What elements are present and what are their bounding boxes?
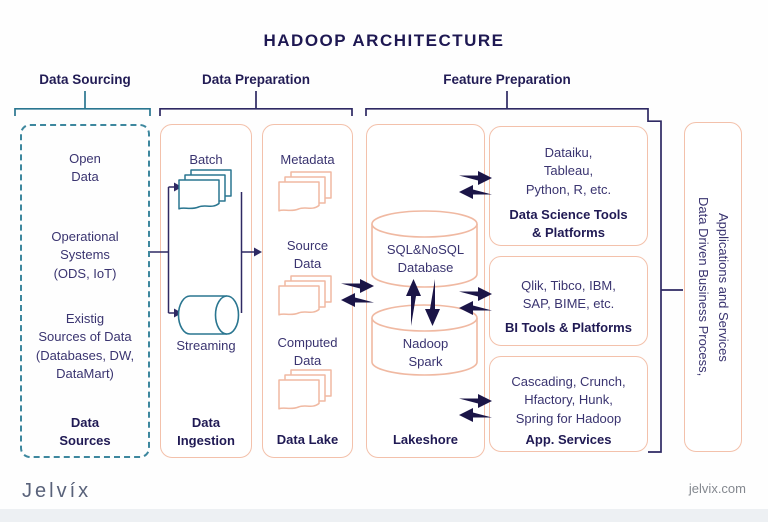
source-data-label: Source Data — [286, 238, 329, 272]
data-sources-box: Open Data Operational Systems (ODS, IoT)… — [20, 124, 150, 458]
data-science-tools-list: Dataiku, Tableau, Python, R, etc. — [525, 145, 612, 197]
footer-strip — [0, 509, 768, 522]
nadoop-spark-label: Nadoop Spark — [402, 336, 449, 370]
output-box: Data Driven Business Process, Applicatio… — [684, 122, 742, 452]
data-science-tools-label: Data Science Tools & Platforms — [509, 207, 628, 241]
bi-tools-box: Qlik, Tibco, IBM, SAP, BIME, etc. BI Too… — [489, 256, 648, 346]
data-sourcing-bracket — [14, 91, 151, 116]
lakeshore-box: SQL&NoSQL Database Nadoop Spark Lakeshor… — [366, 124, 485, 458]
bi-tools-label: BI Tools & Platforms — [505, 320, 632, 335]
data-ingestion-label: Data Ingestion — [177, 415, 235, 449]
data-sources-item-existing: Existig Sources of Data (Databases, DW, … — [35, 311, 135, 382]
data-lake-label: Data Lake — [276, 432, 339, 447]
computed-data-label: Computed Data — [277, 335, 338, 369]
bi-tools-list: Qlik, Tibco, IBM, SAP, BIME, etc. — [521, 278, 616, 312]
data-preparation-bracket — [159, 91, 353, 116]
app-services-box: Cascading, Crunch, Hfactory, Hunk, Sprin… — [489, 356, 648, 452]
lakeshore-label: Lakeshore — [392, 432, 459, 447]
data-science-tools-box: Dataiku, Tableau, Python, R, etc. Data S… — [489, 126, 648, 246]
app-services-label: App. Services — [525, 432, 612, 447]
website-link: jelvix.com — [688, 481, 746, 496]
section-label-data-preparation: Data Preparation — [201, 72, 311, 87]
data-ingestion-box: Batch Streaming Data Ingestion — [160, 124, 252, 458]
sql-nosql-database-label: SQL&NoSQL Database — [386, 242, 465, 276]
batch-label: Batch — [189, 152, 223, 167]
section-label-data-sourcing: Data Sourcing — [39, 72, 131, 87]
jelvix-logo: Jelvíx — [22, 480, 92, 502]
page-title: HADOOP ARCHITECTURE — [263, 31, 505, 50]
data-lake-box: Metadata Source Data Computed Data Data … — [262, 124, 353, 458]
app-services-list: Cascading, Crunch, Hfactory, Hunk, Sprin… — [511, 374, 626, 426]
output-label: Data Driven Business Process, Applicatio… — [696, 197, 732, 377]
data-sources-item-operational: Operational Systems (ODS, IoT) — [51, 229, 119, 281]
data-sources-item-open-data: Open Data — [69, 151, 101, 185]
streaming-label: Streaming — [176, 338, 236, 353]
data-sources-label: Data Sources — [59, 415, 111, 449]
metadata-label: Metadata — [280, 152, 335, 167]
section-label-feature-preparation: Feature Preparation — [443, 72, 571, 87]
